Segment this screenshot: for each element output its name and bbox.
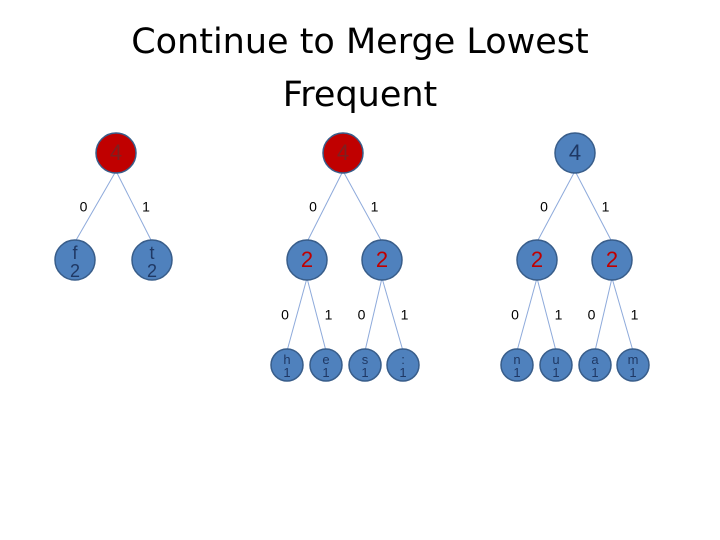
tree-node-t2-s: s1 <box>348 348 382 382</box>
node-frequency: 1 <box>399 365 406 380</box>
node-circle <box>516 239 558 281</box>
edge-t3-b-t3-m <box>611 277 634 352</box>
tree-node-t3-m: m1 <box>616 348 650 382</box>
node-frequency: 1 <box>283 365 290 380</box>
node-circle <box>95 132 137 174</box>
node-circle <box>361 239 403 281</box>
tree-node-t3-u: u1 <box>539 348 573 382</box>
node-frequency: 2 <box>147 261 157 281</box>
tree-node-t1-t: t2 <box>131 239 173 281</box>
edge-label-1: 1 <box>602 199 610 215</box>
node-symbol: m <box>628 352 639 367</box>
slide-title-line-1: Continue to Merge Lowest <box>131 22 589 62</box>
edge-label-1: 1 <box>371 199 379 215</box>
tree-node-t3-a: 2 <box>516 239 558 281</box>
node-symbol: n <box>513 352 520 367</box>
node-circle <box>554 132 596 174</box>
edge-t2-a-t2-e <box>306 277 327 352</box>
node-circle <box>270 348 304 382</box>
tree-node-t2-colon: :1 <box>386 348 420 382</box>
tree-node-t3-b: 2 <box>591 239 633 281</box>
node-symbol: a <box>591 352 599 367</box>
node-symbol: f <box>72 243 78 263</box>
node-symbol: t <box>149 243 154 263</box>
node-circle <box>578 348 612 382</box>
node-frequency: 1 <box>513 365 520 380</box>
node-weight: 2 <box>606 247 618 272</box>
tree-node-t1-root: 4 <box>95 132 137 174</box>
node-frequency: 1 <box>361 365 368 380</box>
node-circle <box>131 239 173 281</box>
edge-t3-a-t3-n <box>516 277 538 352</box>
edge-t2-b-t2-s <box>364 277 383 352</box>
node-frequency: 1 <box>322 365 329 380</box>
node-symbol: : <box>401 352 405 367</box>
tree-node-t2-root: 4 <box>322 132 364 174</box>
tree-node-t2-a: 2 <box>286 239 328 281</box>
edge-label-1: 1 <box>631 307 639 323</box>
node-weight: 2 <box>376 247 388 272</box>
node-circle <box>348 348 382 382</box>
node-circle <box>386 348 420 382</box>
node-frequency: 1 <box>591 365 598 380</box>
slide-title-line-2: Frequent <box>282 75 438 115</box>
tree-node-t3-n: n1 <box>500 348 534 382</box>
edge-t2-a-t2-h <box>286 277 308 352</box>
edge-t2-root-t2-b <box>342 170 383 243</box>
edge-t2-b-t2-colon <box>381 277 404 352</box>
edges-layer: 0 1 0 1 0 1 0 1 0 1 0 1 0 1 <box>74 170 639 352</box>
edge-t1-root-t1-f <box>74 170 117 243</box>
node-symbol: u <box>552 352 559 367</box>
tree-node-t3-a2: a1 <box>578 348 612 382</box>
node-circle <box>539 348 573 382</box>
node-weight: 2 <box>531 247 543 272</box>
edge-label-1: 1 <box>142 199 150 215</box>
node-symbol: h <box>283 352 290 367</box>
edge-label-1: 1 <box>555 307 563 323</box>
edge-label-1: 1 <box>401 307 409 323</box>
edge-t3-b-t3-a2 <box>594 277 613 352</box>
edge-label-0: 0 <box>281 307 289 323</box>
node-weight: 2 <box>301 247 313 272</box>
node-circle <box>322 132 364 174</box>
edge-label-0: 0 <box>511 307 519 323</box>
node-frequency: 1 <box>552 365 559 380</box>
edge-label-0: 0 <box>80 199 88 215</box>
edge-label-0: 0 <box>358 307 366 323</box>
tree-node-t3-root: 4 <box>554 132 596 174</box>
node-circle <box>286 239 328 281</box>
node-circle <box>591 239 633 281</box>
node-circle <box>54 239 96 281</box>
node-weight: 4 <box>569 140 581 165</box>
edge-t3-a-t3-u <box>536 277 557 352</box>
node-frequency: 2 <box>70 261 80 281</box>
tree-node-t2-b: 2 <box>361 239 403 281</box>
edge-t2-root-t2-a <box>306 170 344 243</box>
edge-label-0: 0 <box>588 307 596 323</box>
tree-node-t1-f: f2 <box>54 239 96 281</box>
node-circle <box>309 348 343 382</box>
node-frequency: 1 <box>629 365 636 380</box>
node-symbol: s <box>362 352 369 367</box>
node-circle <box>616 348 650 382</box>
node-symbol: e <box>322 352 329 367</box>
edge-t1-root-t1-t <box>115 170 153 243</box>
edge-t3-root-t3-b <box>574 170 613 243</box>
node-weight: 4 <box>110 140 122 165</box>
edge-t3-root-t3-a <box>536 170 576 243</box>
node-circle <box>500 348 534 382</box>
edge-label-1: 1 <box>325 307 333 323</box>
edge-label-0: 0 <box>540 199 548 215</box>
tree-node-t2-h: h1 <box>270 348 304 382</box>
tree-node-t2-e: e1 <box>309 348 343 382</box>
node-weight: 4 <box>337 140 349 165</box>
edge-label-0: 0 <box>309 199 317 215</box>
